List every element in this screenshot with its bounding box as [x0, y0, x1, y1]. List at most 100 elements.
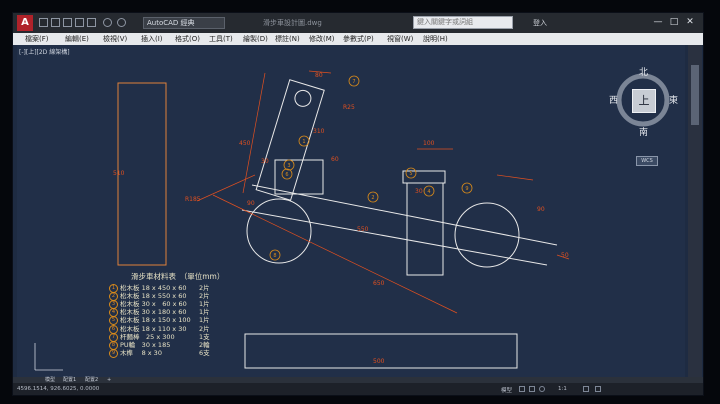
autocad-logo-icon[interactable]: A: [17, 15, 33, 31]
frame-bottom-line: [241, 209, 548, 266]
tab-add[interactable]: +: [107, 377, 112, 383]
save-icon[interactable]: [63, 18, 72, 27]
balloon: [461, 182, 473, 194]
workspace-select[interactable]: AutoCAD 經典: [143, 17, 225, 29]
dim-text: 650: [373, 280, 385, 287]
dimension-lines: [196, 70, 570, 314]
dim-text: 50: [561, 252, 569, 259]
search-input[interactable]: 鍵入關鍵字或詞組: [413, 16, 513, 29]
viewcube[interactable]: 北 南 東 西 上 WCS: [609, 65, 679, 166]
menu-edit[interactable]: 編輯(E): [65, 35, 89, 43]
tab-layout1[interactable]: 配置1: [63, 377, 77, 383]
ortho-icon[interactable]: [539, 386, 545, 392]
open-file-icon[interactable]: [51, 18, 60, 27]
balloon: [405, 167, 417, 179]
maximize-button[interactable]: □: [669, 17, 679, 27]
grid-icon[interactable]: [519, 386, 525, 392]
viewport-label[interactable]: [-][上][2D 線架構]: [19, 49, 70, 56]
dim-text: 100: [423, 140, 435, 147]
balloon: [423, 185, 435, 197]
balloon-text: 3: [287, 163, 290, 169]
bottom-board: [244, 333, 518, 369]
workspace-icon[interactable]: [583, 386, 589, 392]
wcs-menu-button[interactable]: WCS: [636, 156, 658, 166]
materials-title: 滑步車材料表 （單位mm）: [131, 272, 225, 281]
menu-file[interactable]: 檔案(F): [25, 35, 49, 43]
compass-west[interactable]: 西: [609, 96, 619, 106]
dim-text: 510: [113, 170, 125, 177]
autocad-window: A AutoCAD 經典 滑步車設計圖.dwg 鍵入關鍵字或詞組 登入 — □ …: [12, 12, 704, 396]
balloon: [281, 168, 293, 180]
balloon-text: 8: [273, 253, 276, 259]
balloon-text: 9: [465, 186, 468, 192]
menu-parametric[interactable]: 參數式(P): [343, 35, 374, 43]
document-title: 滑步車設計圖.dwg: [263, 19, 322, 27]
menu-help[interactable]: 說明(H): [423, 35, 448, 43]
menu-format[interactable]: 格式(O): [175, 35, 200, 43]
signin-button[interactable]: 登入: [533, 19, 547, 27]
dim-text: 500: [373, 358, 385, 365]
balloon-text: 4: [427, 189, 430, 195]
balloon-text: 2: [371, 195, 374, 201]
front-wheel: [454, 202, 520, 268]
viewcube-top-face[interactable]: 上: [632, 89, 656, 113]
status-bar: 4596.1514, 926.6025, 0.0000 模型 1:1: [13, 383, 703, 395]
tab-model[interactable]: 模型: [45, 377, 56, 383]
annotation-scale[interactable]: 1:1: [558, 386, 567, 392]
dim-text: 90: [247, 200, 255, 207]
upright-board: [255, 79, 325, 201]
dim-text: 90: [537, 206, 545, 213]
balance-bike-drawing: 80 R25 450 30 60 310 650 R185 90 100 550…: [34, 70, 570, 371]
menu-view[interactable]: 檢視(V): [103, 35, 128, 43]
balloon-text: 5: [409, 171, 412, 177]
handle-bar: [402, 170, 446, 184]
menu-bar: 檔案(F) 編輯(E) 檢視(V) 插入(I) 格式(O) 工具(T) 繪製(D…: [13, 33, 703, 45]
save-as-icon[interactable]: [75, 18, 84, 27]
scrollbar-thumb[interactable]: [691, 65, 699, 125]
redo-icon[interactable]: [117, 18, 126, 27]
drawing-canvas[interactable]: [-][上][2D 線架構]: [17, 45, 685, 377]
balloon: [298, 135, 310, 147]
balloon-text: 7: [352, 79, 355, 85]
balloon-text: 6: [285, 172, 288, 178]
new-file-icon[interactable]: [39, 18, 48, 27]
rear-wheel: [246, 198, 312, 264]
layout-tabs: 模型 配置1 配置2 +: [13, 377, 703, 383]
close-button[interactable]: ✕: [686, 17, 694, 27]
seat-block: [274, 159, 324, 195]
compass-north[interactable]: 北: [639, 68, 649, 78]
balloon: [367, 191, 379, 203]
menu-tools[interactable]: 工具(T): [209, 35, 233, 43]
balloon: [348, 75, 360, 87]
dim-text: 30: [261, 158, 269, 165]
model-space-button[interactable]: 模型: [501, 388, 513, 394]
dim-text: 550: [357, 226, 369, 233]
dim-text: 450: [239, 140, 251, 147]
dim-text: R185: [185, 196, 201, 203]
tab-layout2[interactable]: 配置2: [85, 377, 99, 383]
dim-text: 310: [313, 128, 325, 135]
compass-south[interactable]: 南: [639, 128, 649, 138]
menu-modify[interactable]: 修改(M): [309, 35, 335, 43]
customize-icon[interactable]: [595, 386, 601, 392]
minimize-button[interactable]: —: [653, 17, 663, 27]
menu-dimension[interactable]: 標註(N): [275, 35, 300, 43]
ucs-icon: [34, 343, 63, 371]
title-bar: A AutoCAD 經典 滑步車設計圖.dwg 鍵入關鍵字或詞組 登入 — □ …: [13, 13, 703, 33]
menu-insert[interactable]: 插入(I): [141, 35, 163, 43]
vertical-scrollbar[interactable]: [688, 45, 702, 377]
front-fork: [406, 182, 444, 276]
menu-window[interactable]: 視窗(W): [387, 35, 414, 43]
snap-icon[interactable]: [529, 386, 535, 392]
balloon: [269, 249, 281, 261]
menu-draw[interactable]: 繪製(D): [243, 35, 268, 43]
undo-icon[interactable]: [103, 18, 112, 27]
compass-east[interactable]: 東: [669, 96, 679, 106]
print-icon[interactable]: [87, 18, 96, 27]
coordinate-readout: 4596.1514, 926.6025, 0.0000: [17, 386, 100, 392]
